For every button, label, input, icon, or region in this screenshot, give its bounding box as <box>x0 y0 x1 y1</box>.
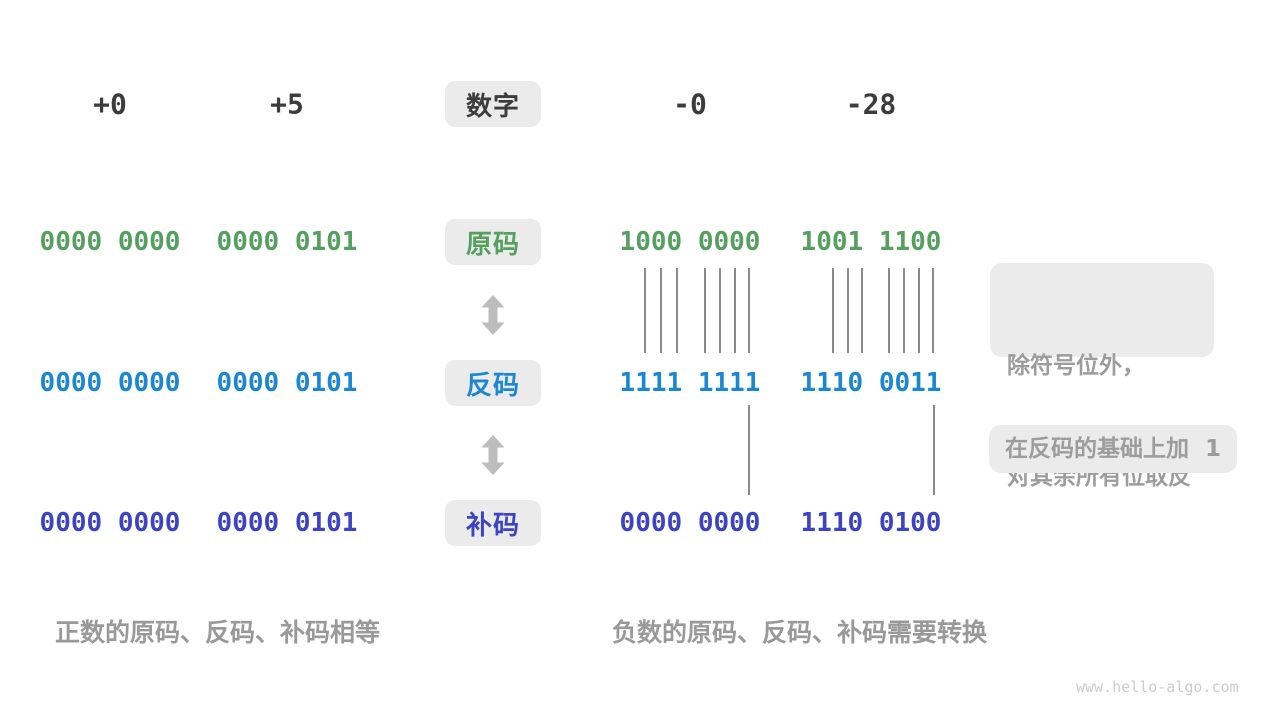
watermark-url: www.hello-algo.com <box>1076 678 1239 696</box>
ones-complement-minus-28: 1110 0011 <box>800 368 942 398</box>
ones-complement-plus-5: 0000 0101 <box>216 368 358 398</box>
bit-connector-line <box>932 268 934 353</box>
number-minus-0: -0 <box>673 87 707 121</box>
twos-complement-minus-28: 1110 0100 <box>800 508 942 538</box>
note-add-one: 在反码的基础上加 1 <box>989 425 1237 473</box>
twos-complement-plus-0: 0000 0000 <box>39 508 181 538</box>
bit-connector-line <box>847 268 849 353</box>
caption-negative-numbers: 负数的原码、反码、补码需要转换 <box>612 618 988 647</box>
convert-double-arrow-icon <box>478 435 508 475</box>
number-minus-28: -28 <box>845 87 897 121</box>
note-flip-bits-line1: 除符号位外， <box>1007 353 1145 379</box>
bit-connector-line <box>734 268 736 353</box>
ones-complement-plus-0: 0000 0000 <box>39 368 181 398</box>
bit-connector-line <box>933 405 935 495</box>
bit-connector-line <box>748 268 750 353</box>
sign-magnitude-minus-0: 1000 0000 <box>619 227 761 257</box>
bit-connector-line <box>660 268 662 353</box>
convert-double-arrow-icon <box>478 295 508 335</box>
ones-complement-minus-0: 1111 1111 <box>619 368 761 398</box>
note-flip-bits: 除符号位外， 对其余所有位取反 <box>990 263 1214 490</box>
twos-complement-minus-0: 0000 0000 <box>619 508 761 538</box>
badge-ones-complement: 反码 <box>445 360 541 406</box>
caption-positive-numbers: 正数的原码、反码、补码相等 <box>55 618 381 647</box>
sign-magnitude-plus-5: 0000 0101 <box>216 227 358 257</box>
sign-magnitude-plus-0: 0000 0000 <box>39 227 181 257</box>
bit-connector-line <box>676 268 678 353</box>
bit-connector-line <box>918 268 920 353</box>
bit-connector-line <box>748 405 750 495</box>
sign-magnitude-minus-28: 1001 1100 <box>800 227 942 257</box>
number-plus-5: +5 <box>270 87 304 121</box>
bit-connector-line <box>644 268 646 353</box>
badge-sign-magnitude: 原码 <box>445 219 541 265</box>
twos-complement-plus-5: 0000 0101 <box>216 508 358 538</box>
bit-connector-line <box>888 268 890 353</box>
badge-twos-complement: 补码 <box>445 500 541 546</box>
bit-connector-line <box>832 268 834 353</box>
badge-number: 数字 <box>445 81 541 127</box>
number-plus-0: +0 <box>93 87 127 121</box>
bit-connector-line <box>704 268 706 353</box>
bit-connector-line <box>719 268 721 353</box>
bit-connector-line <box>861 268 863 353</box>
bit-connector-line <box>903 268 905 353</box>
